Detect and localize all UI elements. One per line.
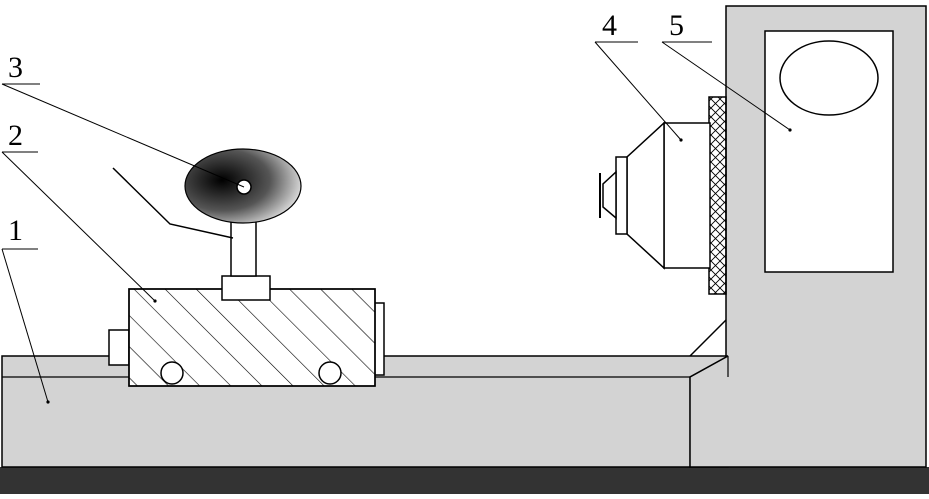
label-1: 1 — [8, 214, 23, 247]
callout-4: 4 — [594, 9, 683, 142]
display-window — [779, 40, 879, 116]
carriage-wheel-right — [318, 361, 342, 385]
callout-2: 2 — [1, 119, 157, 303]
label-2: 2 — [8, 119, 23, 152]
callout-5: 5 — [661, 9, 792, 132]
callout-1: 1 — [1, 214, 50, 404]
carriage-wheel-left — [160, 361, 184, 385]
label-4: 4 — [602, 9, 617, 42]
sensor-head — [599, 121, 711, 270]
label-5: 5 — [669, 9, 684, 42]
reflector-dish — [184, 148, 302, 224]
arm-line — [112, 167, 234, 239]
display-panel — [764, 30, 894, 273]
mounting-plate — [708, 96, 727, 295]
carriage — [108, 288, 385, 387]
base-strip — [0, 467, 929, 494]
label-3: 3 — [8, 51, 23, 84]
callout-3: 3 — [1, 51, 245, 188]
